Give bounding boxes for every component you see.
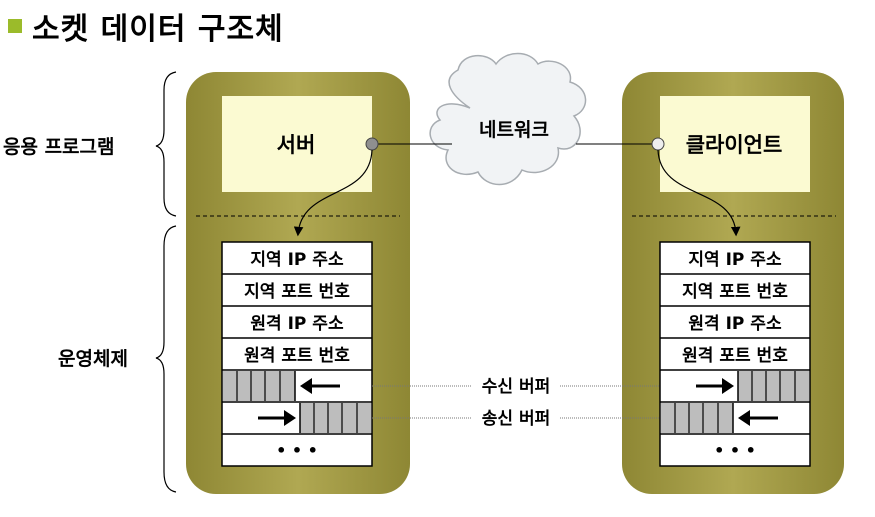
server-app-box <box>222 96 372 192</box>
client-socket-point <box>651 137 665 151</box>
server-field-remote-ip: 원격 IP 주소 <box>250 314 344 334</box>
application-layer-label: 응용 프로그램 <box>3 136 115 158</box>
server-receive-buffer <box>223 371 340 401</box>
os-layer-label: 운영체제 <box>58 348 128 370</box>
network-label: 네트워크 <box>479 119 549 141</box>
client-receive-buffer <box>696 371 809 401</box>
send-buffer-label: 송신 버퍼 <box>482 409 550 429</box>
client-field-local-ip: 지역 IP 주소 <box>688 250 782 270</box>
server-socket-point <box>365 137 379 151</box>
slide-title: 소켓 데이터 구조체 <box>8 6 284 47</box>
title-bullet-icon <box>8 19 22 33</box>
client-ellipsis: • • • <box>714 441 756 460</box>
receive-buffer-label: 수신 버퍼 <box>482 377 550 397</box>
network-cloud-icon <box>429 52 587 186</box>
client-socket-arrow <box>657 149 741 237</box>
server-socket-arrow <box>293 149 373 237</box>
application-layer-brace <box>155 71 177 217</box>
client-send-buffer <box>661 403 778 433</box>
client-field-remote-ip: 원격 IP 주소 <box>688 314 782 334</box>
client-field-remote-port: 원격 포트 번호 <box>682 346 788 366</box>
server-field-local-port: 지역 포트 번호 <box>244 282 350 302</box>
server-send-buffer <box>258 403 371 433</box>
os-layer-brace <box>155 225 177 493</box>
server-ellipsis: • • • <box>276 441 318 460</box>
client-label: 클라이언트 <box>686 133 783 157</box>
title-text: 소켓 데이터 구조체 <box>32 12 284 47</box>
server-field-remote-port: 원격 포트 번호 <box>244 346 350 366</box>
client-field-local-port: 지역 포트 번호 <box>682 282 788 302</box>
server-field-local-ip: 지역 IP 주소 <box>250 250 344 270</box>
client-app-box <box>660 96 810 192</box>
server-label: 서버 <box>277 133 316 157</box>
